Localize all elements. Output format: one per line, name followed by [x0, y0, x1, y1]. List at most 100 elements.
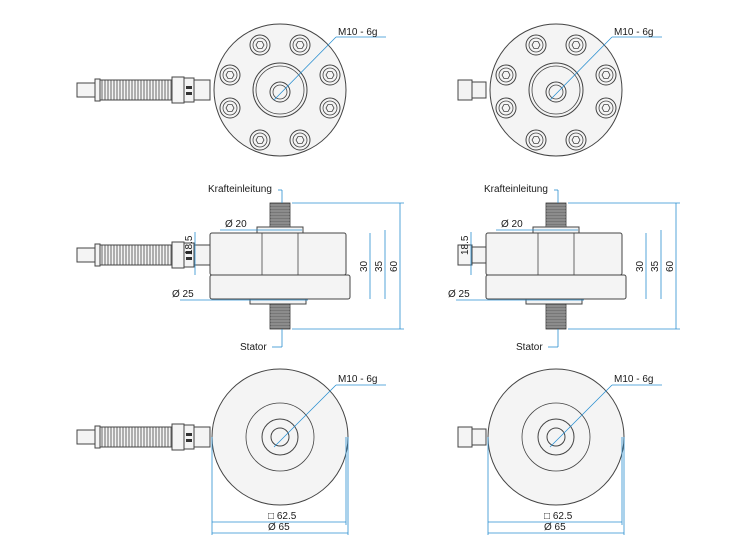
hex-socket-icon — [531, 41, 541, 49]
threaded-hole-inner — [272, 84, 288, 100]
cable-collar — [94, 425, 101, 449]
bottom-view: M10 - 6g □ 62.5Ø 65 — [76, 368, 386, 535]
cable-collar — [94, 243, 101, 267]
bolt-head-inner — [598, 100, 614, 116]
dim-total: 60 — [389, 260, 400, 272]
hex-socket-icon — [601, 71, 611, 79]
bottom-thread-stud — [545, 303, 567, 330]
dim-connector: 18.5 — [460, 235, 471, 255]
hex-socket-icon — [501, 104, 511, 112]
bolt-head-inner — [252, 37, 268, 53]
threaded-hole — [270, 427, 290, 447]
bottom-view: M10 - 6g □ 62.5Ø 65 — [457, 368, 662, 535]
dim-square: □ 62.5 — [268, 511, 297, 522]
connector — [457, 426, 487, 448]
dim-outer: Ø 65 — [268, 522, 290, 533]
dim-hub: Ø 20 — [225, 219, 247, 230]
connector-housing — [193, 426, 211, 448]
hex-socket-icon — [325, 71, 335, 79]
bolt-head-inner — [498, 100, 514, 116]
top-view: M10 - 6g — [76, 23, 386, 157]
connector-ring-mark — [186, 251, 192, 254]
connector-ring-mark — [186, 92, 192, 95]
dim-outer: Ø 65 — [544, 522, 566, 533]
cable-end — [76, 82, 96, 98]
top-thread-stud — [269, 202, 291, 228]
hex-socket-icon — [225, 71, 235, 79]
dim-base: Ø 25 — [172, 289, 194, 300]
body-upper — [485, 232, 623, 276]
connector-ring-mark — [186, 86, 192, 89]
cable-end — [76, 429, 96, 445]
cable-nut — [171, 423, 185, 451]
connector-ring-mark — [186, 439, 192, 442]
connector-ring — [183, 424, 195, 450]
threaded-hole — [546, 427, 566, 447]
connector-body — [471, 246, 487, 264]
hex-socket-icon — [571, 41, 581, 49]
body-flange — [209, 274, 351, 300]
hex-socket-icon — [295, 136, 305, 144]
connector — [457, 244, 487, 266]
hex-socket-icon — [571, 136, 581, 144]
bolt-head-inner — [292, 37, 308, 53]
connector-ring-mark — [186, 257, 192, 260]
connector-housing — [193, 244, 211, 266]
bolt-head-inner — [568, 37, 584, 53]
thread-label: M10 - 6g — [338, 374, 377, 385]
bolt-head-inner — [528, 37, 544, 53]
dim-connector: 18.5 — [184, 235, 195, 255]
connector-body — [471, 81, 487, 99]
connector-housing — [457, 79, 473, 101]
bolt-head-inner — [568, 132, 584, 148]
bolt-head-inner — [528, 132, 544, 148]
hex-socket-icon — [325, 104, 335, 112]
thread-label: M10 - 6g — [614, 374, 653, 385]
stator-label: Stator — [240, 342, 267, 353]
bolt-head-inner — [222, 67, 238, 83]
dim-square: □ 62.5 — [544, 511, 573, 522]
stator-label: Stator — [516, 342, 543, 353]
hex-socket-icon — [501, 71, 511, 79]
hex-socket-icon — [295, 41, 305, 49]
body-flange — [485, 274, 627, 300]
bolt-head-inner — [222, 100, 238, 116]
thread-label: M10 - 6g — [338, 27, 377, 38]
hex-socket-icon — [225, 104, 235, 112]
top-view: M10 - 6g — [457, 23, 662, 157]
connector-housing — [193, 79, 211, 101]
top-thread-stud — [545, 202, 567, 228]
base-ring — [245, 402, 315, 472]
cable-nut — [171, 76, 185, 104]
connector — [457, 79, 487, 101]
dim-base: Ø 25 — [448, 289, 470, 300]
leader-line — [273, 36, 337, 101]
body-upper — [209, 232, 347, 276]
cable-end — [76, 247, 96, 263]
hex-socket-icon — [255, 41, 265, 49]
connector-body — [471, 428, 487, 446]
cable-nut — [171, 241, 185, 269]
leader-line — [549, 384, 613, 448]
force-input-label: Krafteinleitung — [208, 184, 272, 195]
bottom-thread-stud — [269, 303, 291, 330]
bolt-head-inner — [322, 67, 338, 83]
hub-ring — [531, 65, 581, 115]
dim-body-total: 35 — [374, 260, 385, 272]
hex-socket-icon — [601, 104, 611, 112]
connector-ring-mark — [186, 433, 192, 436]
dim-body: 30 — [635, 260, 646, 272]
thread-label: M10 - 6g — [614, 27, 653, 38]
threaded-hole-inner — [548, 84, 564, 100]
dim-total: 60 — [665, 260, 676, 272]
bolt-head-inner — [252, 132, 268, 148]
force-input-label: Krafteinleitung — [484, 184, 548, 195]
bolt-head-inner — [598, 67, 614, 83]
dim-hub: Ø 20 — [501, 219, 523, 230]
